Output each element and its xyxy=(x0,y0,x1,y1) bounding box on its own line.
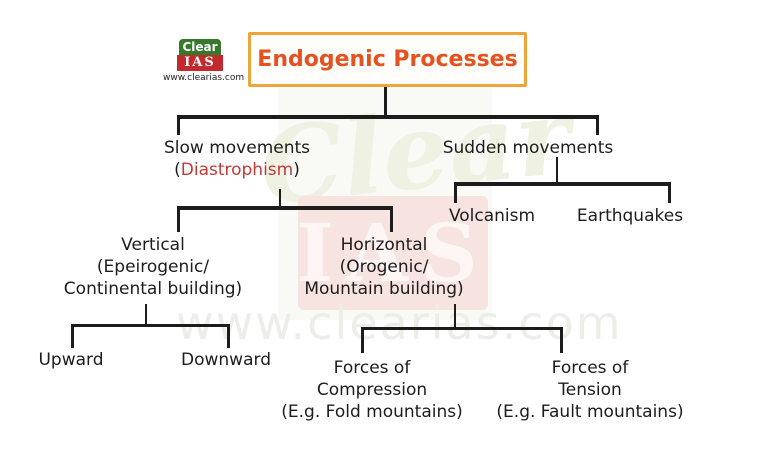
connector-horizontal-drop-right xyxy=(560,327,563,353)
tension-line3: (E.g. Fault mountains) xyxy=(496,402,684,422)
horizontal-label: Horizontal xyxy=(340,235,428,255)
watermark-ias-block: IAS xyxy=(296,196,488,310)
node-volcanism: Volcanism xyxy=(449,205,535,227)
compression-line3: (E.g. Fold mountains) xyxy=(281,402,463,422)
connector-slow-drop-left xyxy=(177,206,180,232)
node-downward: Downward xyxy=(181,349,271,371)
watermark-url: www.clearias.com xyxy=(176,296,623,350)
node-forces-compression: Forces of Compression (E.g. Fold mountai… xyxy=(281,357,462,423)
slow-movements-label: Slow movements xyxy=(163,138,311,158)
connector-sudden-bar xyxy=(454,182,671,186)
connector-vertical-drop-right xyxy=(227,324,230,348)
connector-slow-riser xyxy=(279,189,281,208)
diastrophism-term: Diastrophism xyxy=(180,160,294,180)
connector-sudden-drop-left xyxy=(454,182,457,203)
horizontal-line2: (Orogenic/ xyxy=(339,257,429,277)
connector-root-bar xyxy=(177,115,599,119)
upward-label: Upward xyxy=(38,350,104,370)
connector-horizontal-drop-left xyxy=(361,327,364,353)
clearias-logo: Clear IAS www.clearias.com xyxy=(163,39,245,83)
node-earthquakes: Earthquakes xyxy=(577,205,683,227)
connector-vertical-bar xyxy=(71,324,230,327)
compression-line1: Forces of xyxy=(333,358,411,378)
connector-sudden-riser xyxy=(556,157,558,185)
title-box: Endogenic Processes xyxy=(248,32,527,87)
node-forces-tension: Forces of Tension (E.g. Fault mountains) xyxy=(496,357,683,423)
volcanism-label: Volcanism xyxy=(448,206,536,226)
connector-vertical-drop-left xyxy=(71,324,74,348)
paren-close: ) xyxy=(293,160,300,180)
vertical-label: Vertical xyxy=(121,235,185,255)
logo-website-url: www.clearias.com xyxy=(163,73,245,83)
node-horizontal: Horizontal (Orogenic/ Mountain building) xyxy=(304,234,463,300)
vertical-line2: (Epeirogenic/ xyxy=(96,257,210,277)
connector-root-drop-right xyxy=(596,115,599,135)
paren-open: ( xyxy=(174,160,181,180)
tension-line1: Forces of xyxy=(551,358,629,378)
node-upward: Upward xyxy=(38,349,103,371)
connector-root-riser xyxy=(384,87,387,117)
earthquakes-label: Earthquakes xyxy=(576,206,684,226)
connector-horizontal-bar xyxy=(361,327,563,330)
horizontal-line3: Mountain building) xyxy=(304,279,464,299)
diastrophism-subline: (Diastrophism) xyxy=(164,159,310,181)
diagram-title: Endogenic Processes xyxy=(257,47,518,72)
connector-slow-bar xyxy=(177,206,393,210)
logo-clear-tab: Clear xyxy=(179,39,221,55)
connector-horizontal-riser xyxy=(454,304,456,329)
node-slow-movements: Slow movements (Diastrophism) xyxy=(164,137,310,181)
vertical-line3: Continental building) xyxy=(63,279,243,299)
connector-slow-drop-right xyxy=(390,206,393,232)
connector-vertical-riser xyxy=(145,304,147,326)
node-sudden-movements: Sudden movements xyxy=(443,137,614,159)
tension-line2: Tension xyxy=(558,380,622,400)
node-vertical: Vertical (Epeirogenic/ Continental build… xyxy=(64,234,242,300)
compression-line2: Compression xyxy=(316,380,428,400)
connector-root-drop-left xyxy=(177,115,180,135)
connector-sudden-drop-right xyxy=(668,182,671,203)
downward-label: Downward xyxy=(181,350,271,370)
sudden-movements-label: Sudden movements xyxy=(442,138,614,158)
logo-ias-tab: IAS xyxy=(177,55,223,71)
